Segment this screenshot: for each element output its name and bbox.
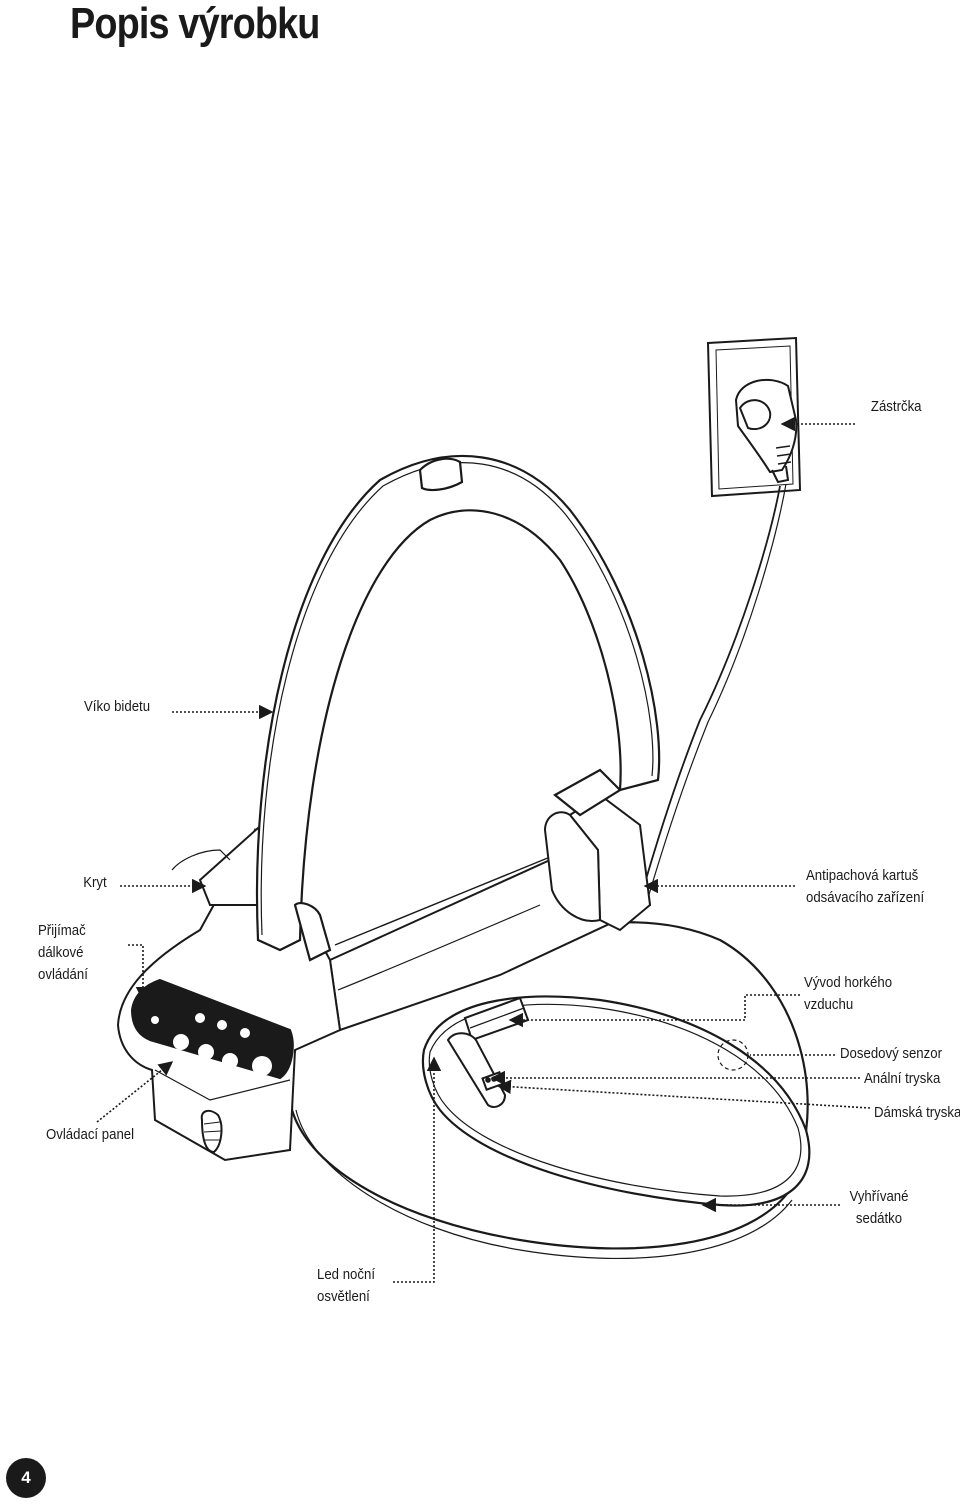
label-control-panel: Ovládací panel <box>46 1126 135 1143</box>
lid <box>255 454 661 962</box>
page-number-badge: 4 <box>6 1458 46 1498</box>
label-lid: Víko bidetu <box>83 698 150 715</box>
panel-button <box>198 1044 214 1060</box>
label-receiver-line: Přijímač <box>38 922 86 939</box>
power-cord <box>639 485 781 901</box>
label-cover: Kryt <box>83 874 107 891</box>
panel-button <box>217 1020 227 1030</box>
label-receiver-line: dálkové <box>38 944 84 961</box>
label-night-light-line: Led noční <box>317 1266 375 1283</box>
label-lady-nozzle: Dámská tryska <box>874 1104 960 1121</box>
plug <box>734 378 798 484</box>
label-hot-air-line: vzduchu <box>804 996 854 1013</box>
panel-button <box>240 1028 250 1038</box>
label-heated-seat-line: Vyhřívané <box>849 1188 909 1205</box>
seat-sensor <box>717 1039 749 1071</box>
label-night-light: Led noční osvětlení <box>317 1264 375 1308</box>
label-cartridge-line: odsávacího zařízení <box>806 889 925 906</box>
panel-button <box>173 1034 189 1050</box>
label-receiver-line: ovládání <box>38 966 88 983</box>
label-seat-sensor: Dosedový senzor <box>840 1045 942 1062</box>
label-hot-air-line: Vývod horkého <box>804 974 893 991</box>
label-heated-seat: Vyhřívané sedátko <box>839 1186 918 1230</box>
panel-button <box>195 1013 205 1023</box>
label-plug: Zástrčka <box>871 398 922 415</box>
label-hot-air: Vývod horkého vzduchu <box>804 972 892 1016</box>
label-heated-seat-line: sedátko <box>855 1210 903 1227</box>
label-cartridge-line: Antipachová kartuš <box>806 867 919 884</box>
panel-button <box>222 1053 238 1069</box>
page-title: Popis výrobku <box>70 0 320 48</box>
housing <box>328 793 652 1032</box>
panel-button <box>252 1056 272 1076</box>
label-night-light-line: osvětlení <box>317 1288 370 1305</box>
leader-lines <box>96 416 871 1283</box>
label-receiver: Přijímač dálkové ovládání <box>38 920 88 986</box>
label-cartridge: Antipachová kartuš odsávacího zařízení <box>806 865 924 909</box>
label-anal-nozzle: Anální tryska <box>864 1070 941 1087</box>
seat <box>290 921 811 1260</box>
panel-button <box>151 1016 159 1024</box>
